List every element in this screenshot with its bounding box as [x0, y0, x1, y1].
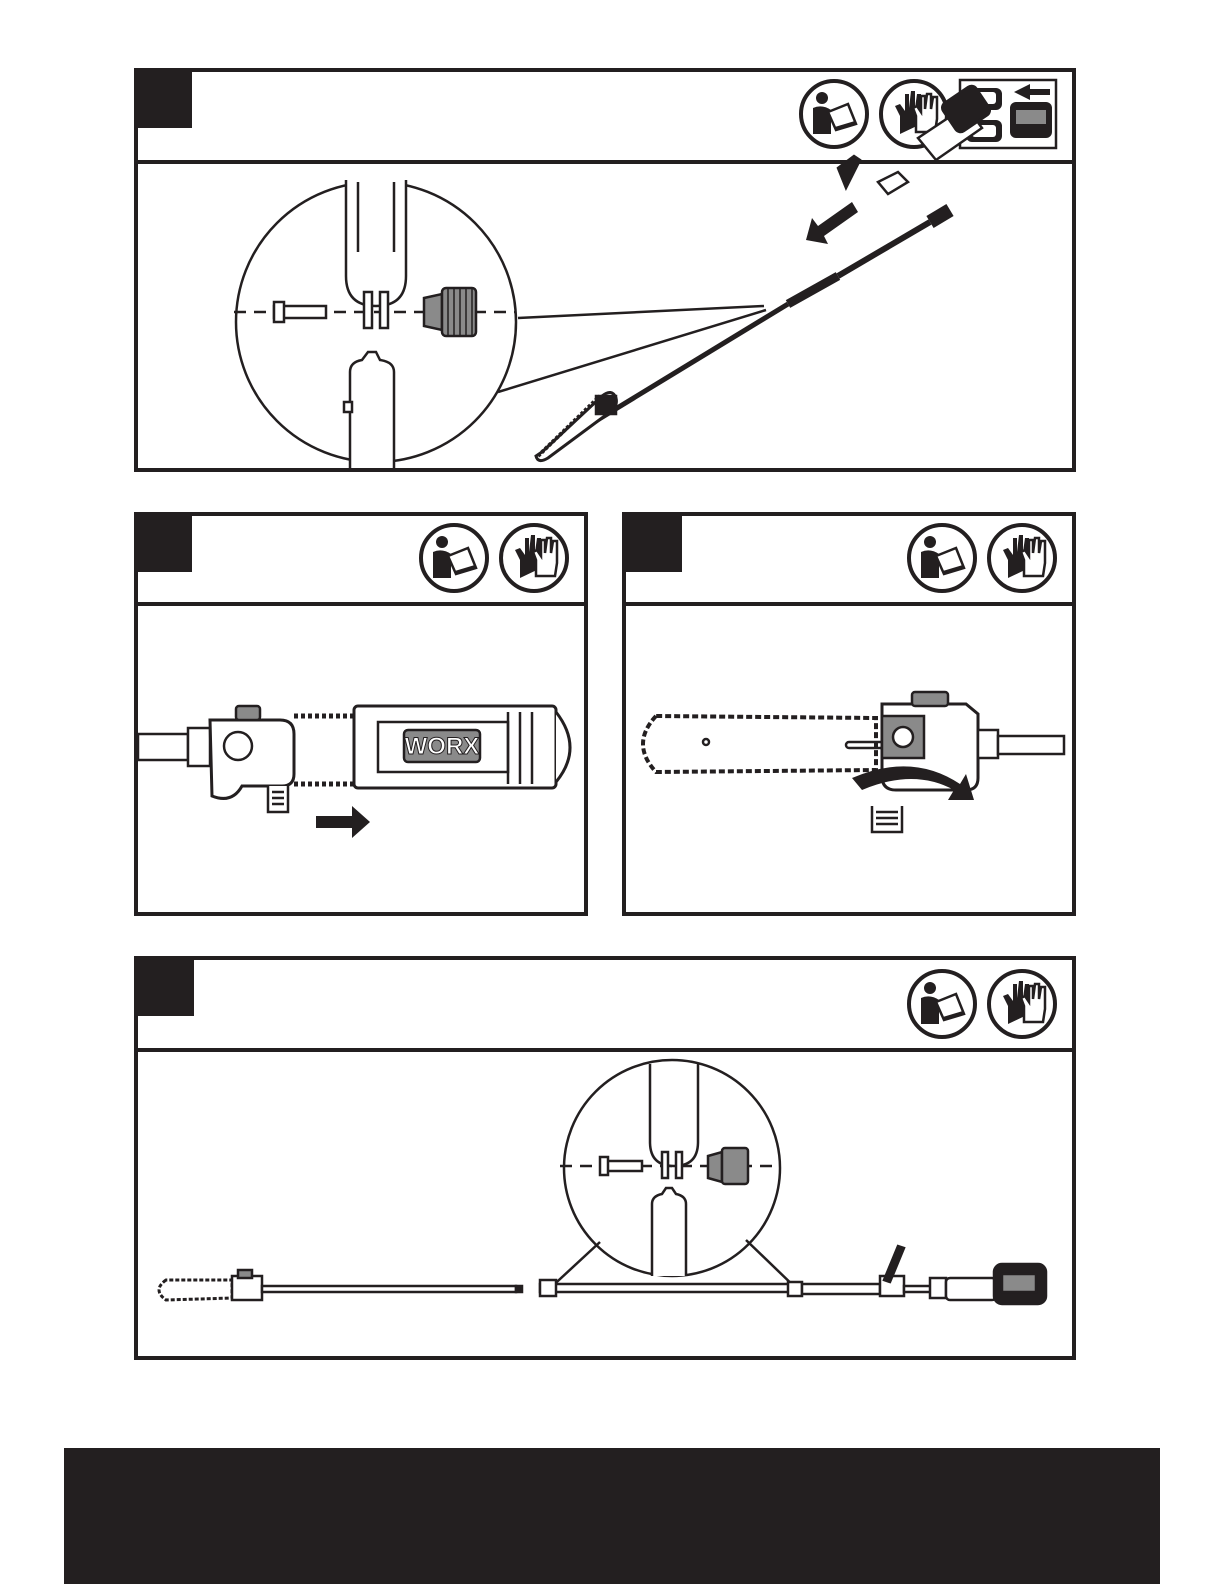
step-2-drawing: WORX: [138, 516, 584, 912]
step-4-drawing: [138, 960, 1072, 1356]
slide-arrow: [316, 806, 370, 838]
step-1-drawing: [138, 72, 1072, 468]
page-footer-band: [64, 1448, 1160, 1584]
worx-brand-label: WORX: [405, 733, 480, 760]
step-2-panel: WORX: [134, 512, 588, 916]
step-4-panel: [134, 956, 1076, 1360]
step-3-panel: [622, 512, 1076, 916]
step-1-panel: [134, 68, 1076, 472]
step-3-drawing: [626, 516, 1072, 912]
